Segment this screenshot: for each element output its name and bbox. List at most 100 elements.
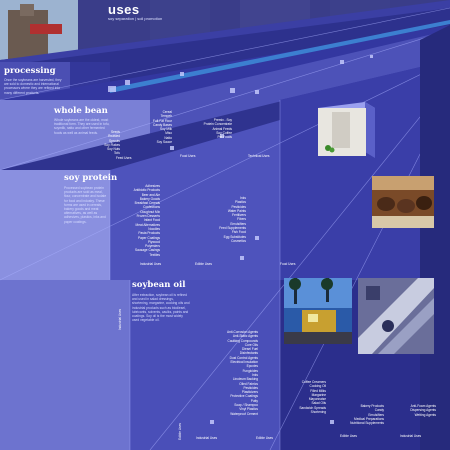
- list-item: Miso: [165, 131, 172, 136]
- tag-food-uses: Food Uses: [180, 154, 196, 158]
- list-item: Dust Control Agents: [229, 355, 258, 360]
- list-item: Plasticizers: [241, 390, 258, 395]
- list-item: Electrical Insulation: [230, 360, 258, 365]
- list-item: Pesticides: [243, 385, 258, 390]
- list-item: Noodles: [148, 226, 160, 231]
- list-item: Putty: [250, 398, 258, 403]
- vtag-edible-uses: Edible Uses: [178, 422, 182, 440]
- list-item: Fertilizers: [232, 213, 246, 218]
- list-item: Beer and Ale: [141, 192, 160, 197]
- tag-edible-uses-oil: Edible Uses: [256, 436, 274, 440]
- section-title-soy-protein: soy protein: [64, 173, 118, 183]
- list-item: Caulking Compounds: [227, 338, 258, 343]
- list-whole-bean-right: Premix - Soy Protein Concentrate Animal …: [198, 118, 232, 139]
- list-item: Doughnut Mix: [140, 209, 160, 214]
- tag-edible-uses: Edible Uses: [195, 262, 213, 266]
- list-item: Roasted: [108, 134, 120, 139]
- list-item: Vinyl Plastics: [239, 407, 258, 412]
- list-item: Waterproof Cement: [230, 411, 258, 416]
- section-title-soybean-oil: soybean oil: [132, 280, 186, 290]
- list-item: Emulsifiers: [368, 412, 384, 417]
- list-item: Fibers: [237, 217, 246, 222]
- section-text-soybean-oil: After extraction, soybean oil is refined…: [132, 293, 190, 323]
- section-title-processing: processing: [4, 66, 56, 76]
- list-item: Protective Coatings: [230, 394, 258, 399]
- tag-industrial-uses-oil-2: Industrial Uses: [400, 434, 422, 438]
- list-item: Animal Feeds: [212, 126, 233, 131]
- list-item: Meat Alternatives: [135, 222, 160, 227]
- list-item: Natto: [164, 135, 172, 140]
- list-item: Feed Supplements: [219, 226, 246, 231]
- list-item: Salad Oils: [311, 401, 326, 406]
- list-item: Antibiotic Products: [133, 188, 160, 193]
- list-item: Fungicides: [242, 368, 258, 373]
- list-item: Emulsifiers: [230, 221, 246, 226]
- poster-subtitle: soy separation | soil promotion: [108, 16, 163, 21]
- list-item: Soy Coffee: [216, 130, 232, 135]
- list-item: Nutritional Supplements: [350, 421, 384, 426]
- list-item: Frozen Desserts: [136, 214, 160, 219]
- list-item: Water Paints: [227, 208, 246, 213]
- list-item: Inks: [252, 372, 258, 377]
- list-item: Anti-Corrosion Agents: [226, 330, 258, 334]
- list-item: Sandwich Spreads: [299, 405, 326, 410]
- list-item: Cooking Oil: [309, 384, 326, 389]
- list-item: Pasta Products: [138, 231, 160, 236]
- section-text-whole-bean: Whole soybeans are the oldest, most trad…: [54, 118, 110, 135]
- section-text-processing: Once the soybeans are harvested, they ar…: [4, 78, 62, 95]
- list-item: Soy Flakes: [104, 142, 120, 147]
- list-soybean-oil-far: Anti-Foam Agents Dispersing Agents Wetti…: [398, 404, 436, 417]
- list-item: Oiled Fabrics: [239, 381, 258, 386]
- tag-food-uses-2: Food Uses: [280, 262, 296, 266]
- photo-cattle-feeding: [372, 176, 434, 228]
- list-item: Coffee Creamers: [301, 380, 326, 384]
- list-item: Wetting Agents: [414, 412, 436, 417]
- list-item: Sprouts: [109, 138, 120, 143]
- list-item: Soy Milk: [159, 127, 172, 132]
- tag-industrial-uses: Industrial Uses: [140, 262, 162, 266]
- tag-industrial-uses-oil: Industrial Uses: [196, 436, 218, 440]
- list-item: Breakfast Cereals: [134, 201, 160, 206]
- list-item: Mayonnaise: [308, 397, 326, 402]
- list-whole-bean-mid: Cereal Tempeh Full-Fat Flour Candy Bases…: [138, 110, 172, 144]
- list-item: Soy Sauce: [156, 140, 172, 145]
- list-soy-protein-food: Adhesives Antibiotic Products Beer and A…: [122, 184, 160, 257]
- list-soybean-oil-food: Anti-Corrosion Agents Anti-Static Agents…: [218, 330, 258, 416]
- list-item: Inks: [240, 196, 246, 200]
- section-text-soy-protein: Processed soybean protein products are s…: [64, 186, 107, 224]
- list-item: Anti-Foam Agents: [410, 404, 436, 408]
- list-item: Disinfectants: [239, 351, 258, 356]
- list-item: Pesticides: [231, 204, 246, 209]
- list-soy-protein-right: Inks Plastics Pesticides Water Paints Fe…: [212, 196, 246, 243]
- list-item: Plastics: [235, 200, 246, 205]
- list-item: Soap / Shampoo: [234, 403, 258, 408]
- list-item: Tempeh: [160, 114, 172, 119]
- list-item: Cosmetics: [231, 238, 246, 243]
- list-item: Tofu: [113, 151, 120, 156]
- list-item: Core Oils: [244, 342, 258, 347]
- list-item: Plywood: [147, 239, 160, 244]
- vtag-industrial-uses: Industrial Uses: [118, 308, 122, 330]
- list-item: Seeds: [110, 130, 120, 134]
- list-item: Dispersing Agents: [410, 408, 436, 413]
- list-item: Textiles: [149, 252, 160, 257]
- list-item: Anti-Static Agents: [232, 334, 258, 339]
- section-title-whole-bean: whole bean: [54, 106, 108, 116]
- photo-processing-machinery: [358, 278, 434, 354]
- poster-title: uses: [108, 2, 140, 17]
- list-item: Infant Food: [143, 218, 160, 223]
- list-item: Shortening: [310, 410, 326, 415]
- list-whole-bean-food: Seeds Roasted Sprouts Soy Flakes Soy Nut…: [82, 130, 120, 156]
- list-item: Linoleum Backing: [232, 377, 258, 382]
- list-soybean-oil-mid: Coffee Creamers Cooking Oil Filled Milks…: [290, 380, 326, 414]
- list-item: Bakery Goods: [139, 196, 160, 201]
- list-item: Filled Milks: [310, 388, 326, 393]
- list-item: Epoxies: [246, 364, 258, 369]
- tag-feed-uses: Feed Uses: [116, 156, 132, 160]
- list-item: Confections: [143, 205, 160, 210]
- list-item: Premix - Soy: [213, 118, 232, 122]
- list-item: Full-Fat Flour: [153, 118, 172, 123]
- list-item: Soy Nuts: [107, 147, 120, 152]
- tag-technical-uses: Technical Uses: [248, 154, 270, 158]
